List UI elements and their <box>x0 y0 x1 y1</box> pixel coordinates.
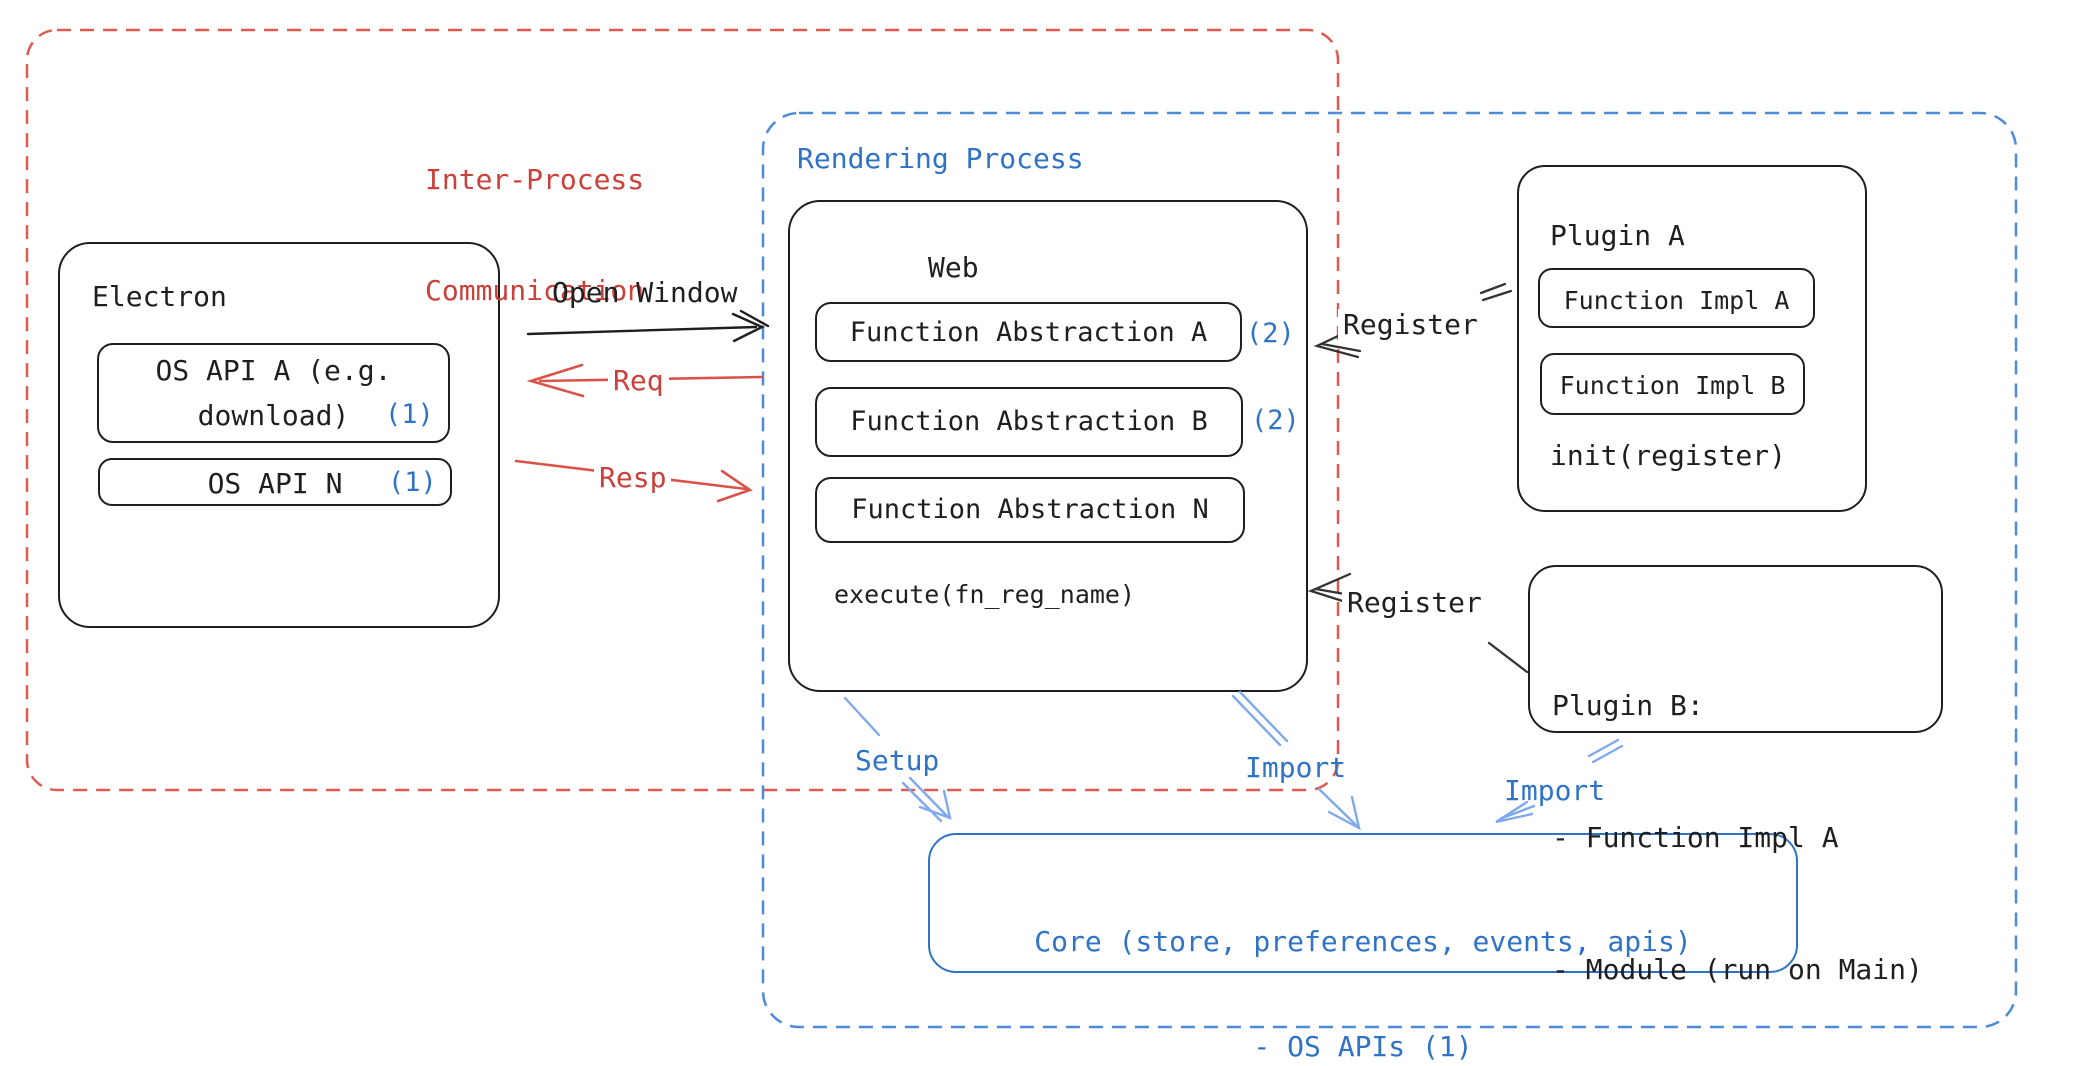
web-title: Web <box>928 251 979 284</box>
import-plugin-label: Import <box>1504 774 1606 807</box>
function-impl-b-label: Function Impl B <box>1559 371 1786 400</box>
function-abstraction-a-label: Function Abstraction A <box>849 317 1208 348</box>
open-window-label: Open Window <box>552 276 738 309</box>
import-web-label: Import <box>1245 751 1347 784</box>
setup-label: Setup <box>855 744 940 777</box>
core-line1: Core (store, preferences, events, apis) <box>1034 925 1692 958</box>
function-abstraction-b-ref: (2) <box>1251 405 1300 436</box>
function-impl-a-label: Function Impl A <box>1563 286 1790 315</box>
register-a-label: Register <box>1338 308 1483 342</box>
resp-label: Resp <box>594 461 672 495</box>
register-b-label: Register <box>1342 586 1487 620</box>
core-line2: - OS APIs (1) <box>1253 1030 1473 1063</box>
ipc-label: Inter-Process Communication <box>425 87 644 383</box>
function-abstraction-n-label: Function Abstraction N <box>851 494 1209 525</box>
function-abstraction-a-ref: (2) <box>1246 318 1295 349</box>
req-label: Req <box>608 364 669 398</box>
execute-label: execute(fn_reg_name) <box>834 580 1136 609</box>
ipc-label-line1: Inter-Process <box>425 163 645 196</box>
init-register-label: init(register) <box>1550 439 1787 472</box>
rendering-process-label: Rendering Process <box>797 142 1084 175</box>
plugin-a-title: Plugin A <box>1550 219 1685 252</box>
plugin-b-title: Plugin B: <box>1552 689 1704 722</box>
os-api-n-ref: (1) <box>388 467 437 498</box>
core-text: Core (store, preferences, events, apis) … <box>928 854 1798 1066</box>
electron-title: Electron <box>92 280 227 313</box>
os-api-a-line1: OS API A (e.g. <box>155 354 392 387</box>
function-abstraction-b-label: Function Abstraction B <box>850 406 1208 437</box>
os-api-a-ref: (1) <box>385 399 434 430</box>
